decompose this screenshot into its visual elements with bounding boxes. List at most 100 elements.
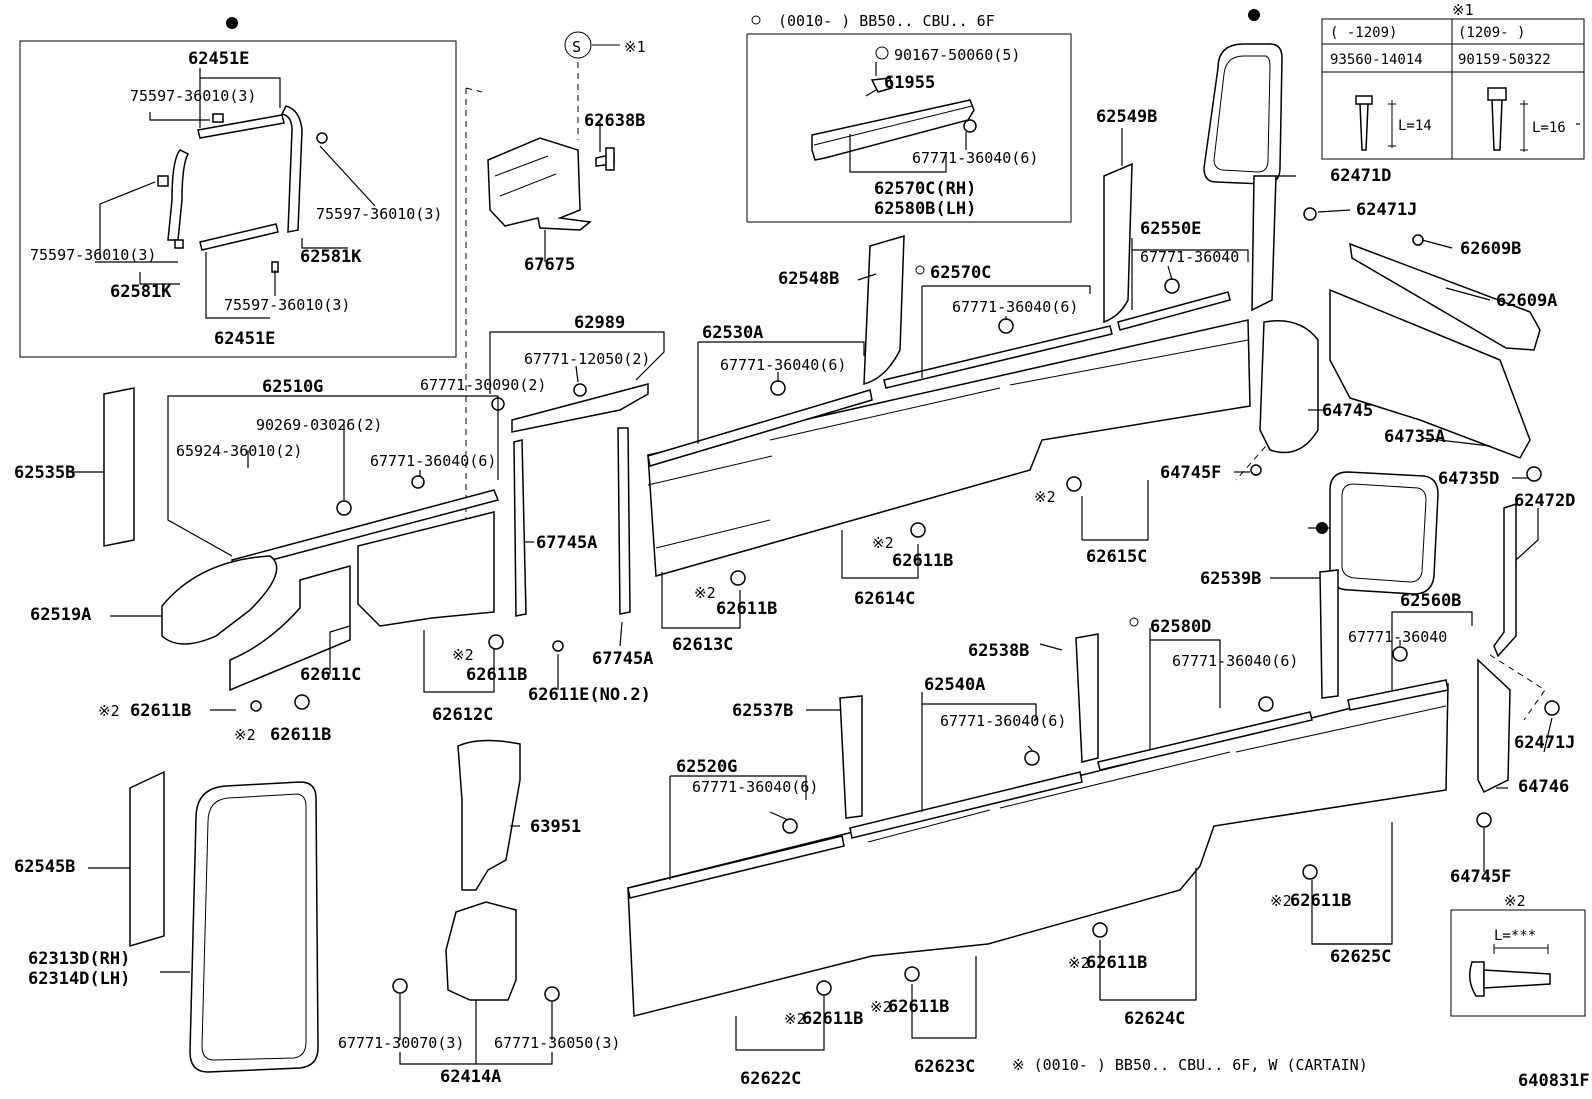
part-label: 67771-36040(6) bbox=[940, 712, 1066, 730]
part-label: 62539B bbox=[1200, 569, 1261, 589]
part-label: 67771-36040(6) bbox=[952, 298, 1078, 316]
part-label: 62609B bbox=[1460, 239, 1521, 259]
part-label: 62624C bbox=[1124, 1009, 1185, 1029]
part-label: 62612C bbox=[432, 705, 493, 725]
clip-75597-c bbox=[174, 239, 184, 249]
part-label: 62520G bbox=[676, 757, 737, 777]
part-62313d-window bbox=[189, 781, 319, 1073]
part-label: 67771-36040(6) bbox=[1172, 652, 1298, 670]
part-lower-trim-panels bbox=[627, 683, 1449, 1017]
part-label: 90167-50060(5) bbox=[894, 46, 1020, 64]
part-label: 90269-03026(2) bbox=[256, 416, 382, 434]
note2-box-mark: ※2 bbox=[1504, 892, 1526, 910]
part-label: 62638B bbox=[584, 111, 645, 131]
part-64745 bbox=[1259, 320, 1319, 454]
part-label: 62611E(NO.2) bbox=[528, 685, 651, 705]
diagram-code: 640831F bbox=[1518, 1071, 1590, 1091]
note2-mark: ※2 bbox=[234, 726, 256, 744]
part-lower-right-window bbox=[1329, 471, 1439, 595]
part-label: 75597-36010(3) bbox=[30, 246, 156, 264]
part-61955 bbox=[870, 77, 893, 93]
part-label: 62570C(RH) bbox=[874, 179, 976, 199]
part-62560b-strip bbox=[1347, 679, 1449, 711]
note2-mark: ※2 bbox=[872, 534, 894, 552]
part-label: 62609A bbox=[1496, 291, 1557, 311]
part-label: 62549B bbox=[1096, 107, 1157, 127]
part-label: 62472D bbox=[1514, 491, 1575, 511]
part-62535b bbox=[103, 387, 135, 547]
inset-box-rail bbox=[746, 33, 1072, 223]
part-label: 62611B bbox=[1290, 891, 1351, 911]
part-62580d-strip bbox=[1097, 711, 1313, 771]
part-63951 bbox=[457, 739, 521, 891]
part-label: 62580D bbox=[1150, 617, 1211, 637]
part-62548b bbox=[863, 234, 905, 385]
part-label: 62538B bbox=[968, 641, 1029, 661]
note1-mark-top: ※1 bbox=[624, 38, 646, 56]
reference-marks bbox=[226, 9, 1328, 627]
part-label: 62611B bbox=[466, 665, 527, 685]
part-label: 62623C bbox=[914, 1057, 975, 1077]
part-label: 64746 bbox=[1518, 777, 1569, 797]
part-label: 62581K bbox=[110, 282, 172, 302]
part-62540a-strip bbox=[849, 771, 1083, 839]
part-label: 62625C bbox=[1330, 947, 1391, 967]
part-label: 64745 bbox=[1322, 401, 1373, 421]
part-label: 62414A bbox=[440, 1067, 501, 1087]
inset-title: (0010- ) BB50.. CBU.. 6F bbox=[778, 12, 995, 30]
part-62472d bbox=[1493, 502, 1517, 658]
part-62537b bbox=[839, 695, 863, 819]
part-label: 67771-36040(6) bbox=[720, 356, 846, 374]
part-label: 67675 bbox=[524, 255, 575, 275]
clip-75597-b bbox=[157, 175, 169, 187]
part-67675 bbox=[487, 137, 592, 231]
part-label: 67771-30090(2) bbox=[420, 376, 546, 394]
part-62570c-strip bbox=[883, 325, 1113, 389]
part-label: 62451E bbox=[214, 329, 275, 349]
leader-lines bbox=[70, 62, 1580, 1065]
note2-box-len: L=*** bbox=[1494, 928, 1536, 944]
part-62609a bbox=[1329, 242, 1541, 459]
note1-table bbox=[1321, 18, 1585, 160]
note2-mark: ※2 bbox=[784, 1010, 806, 1028]
part-label: 62581K bbox=[300, 247, 362, 267]
note1-col2-part: 90159-50322 bbox=[1458, 52, 1551, 68]
note1-col1-range: ( -1209) bbox=[1330, 25, 1397, 41]
note2-mark: ※2 bbox=[694, 584, 716, 602]
note2-box bbox=[1450, 909, 1586, 1017]
part-label: 67771-12050(2) bbox=[524, 350, 650, 368]
footnote: ※ (0010- ) BB50.. CBU.. 6F, W (CARTAIN) bbox=[1012, 1056, 1368, 1074]
note1-col1-part: 93560-14014 bbox=[1330, 52, 1423, 68]
part-label: 63951 bbox=[530, 817, 581, 837]
part-label: 62613C bbox=[672, 635, 733, 655]
part-label: 62611B bbox=[270, 725, 331, 745]
part-label: 75597-36010(3) bbox=[224, 296, 350, 314]
clip-75597-a bbox=[212, 113, 224, 123]
part-62570c-rail bbox=[811, 99, 975, 161]
part-62520g-strip bbox=[627, 835, 845, 899]
part-label: 62570C bbox=[930, 263, 991, 283]
part-label: 67771-30070(3) bbox=[338, 1034, 464, 1052]
note2-mark: ※2 bbox=[1034, 488, 1056, 506]
part-label: 67771-36040(6) bbox=[912, 149, 1038, 167]
clip-icons bbox=[250, 119, 1560, 1002]
part-67745a-1 bbox=[513, 439, 527, 617]
part-label: 64735A bbox=[1384, 427, 1445, 447]
part-62538b bbox=[1075, 633, 1099, 763]
part-label: 62540A bbox=[924, 675, 985, 695]
part-label: 62451E bbox=[188, 49, 249, 69]
part-label: 62611B bbox=[130, 701, 191, 721]
part-label: 62548B bbox=[778, 269, 839, 289]
dashed-guide-64746 bbox=[1489, 654, 1546, 721]
part-62451e-lower bbox=[199, 223, 279, 251]
part-label: 65924-36010(2) bbox=[176, 442, 302, 460]
part-64746 bbox=[1477, 658, 1511, 794]
part-label: 62615C bbox=[1086, 547, 1147, 567]
part-label: 62560B bbox=[1400, 591, 1461, 611]
note2-mark: ※2 bbox=[1270, 892, 1292, 910]
part-62581k-right bbox=[280, 105, 303, 233]
part-label: 62519A bbox=[30, 605, 91, 625]
part-label: 64745F bbox=[1160, 463, 1221, 483]
part-label: 62471J bbox=[1356, 200, 1417, 220]
